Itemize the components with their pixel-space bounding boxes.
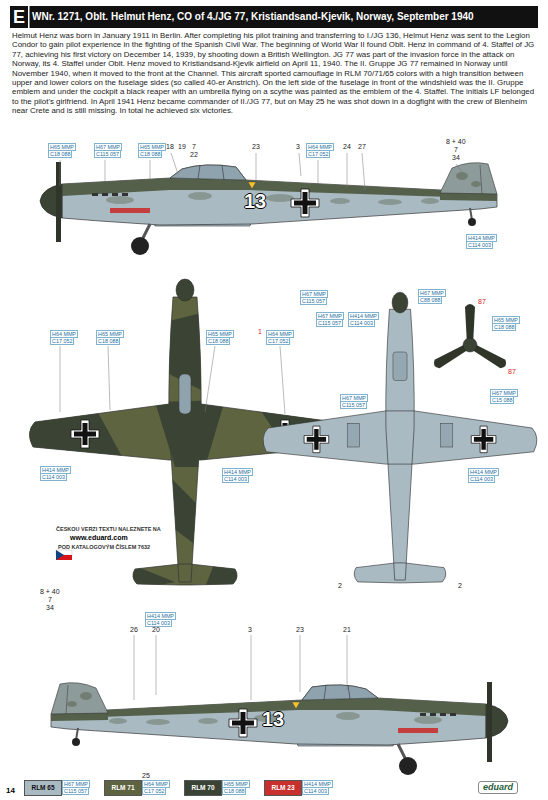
callout-number: 21 [343, 626, 351, 634]
callout-number: 3 [296, 143, 300, 151]
sheet-title: WNr. 1271, Oblt. Helmut Henz, CO of 4./J… [32, 11, 474, 23]
callout-number: 20 [152, 626, 160, 634]
paint-code: C17 052 [50, 337, 74, 345]
callout-number: 7 [192, 143, 196, 151]
leader-lines [60, 153, 462, 700]
paint-code: C17 052 [266, 337, 290, 345]
paint-code: C115 057 [316, 319, 343, 327]
callout-number: 3 [248, 626, 252, 634]
paint-code: C115 057 [300, 297, 327, 305]
czech-flag [56, 550, 72, 560]
paint-code: C114 003 [302, 787, 329, 795]
paint-code: C114 003 [40, 473, 67, 481]
callout-number: 25 [142, 772, 150, 780]
bottom-view [263, 292, 537, 583]
description-text: Helmut Henz was born in January 1911 in … [12, 31, 536, 116]
note-text: POD KATALOGOVÝM ČÍSLEM 7632 [58, 544, 150, 551]
paint-code: C15 088 [490, 396, 514, 404]
callout-number: 23 [296, 626, 304, 634]
color-swatch: RLM 65 [24, 780, 62, 796]
callout-number: 18 [166, 143, 174, 151]
callout-number: 87 [478, 298, 486, 306]
side-view-left [40, 162, 497, 255]
legend-label: RLM 71 [105, 781, 141, 795]
paint-code: C114 003 [348, 319, 375, 327]
legend-label: RLM 65 [25, 781, 61, 795]
callout-number: 87 [508, 368, 516, 376]
legend-label: RLM 70 [185, 781, 221, 795]
header-bar [10, 6, 538, 28]
page-number: 14 [6, 786, 15, 795]
code-number: 13 [262, 708, 284, 730]
paint-code: C115 057 [62, 787, 89, 795]
callout-number: 34 [452, 154, 460, 162]
paint-code: C114 003 [145, 619, 172, 627]
callout-number: 7 [454, 146, 458, 154]
callout-number: 26 [130, 626, 138, 634]
sheet-letter: E [13, 7, 25, 27]
callout-number: 2 [338, 582, 342, 590]
callout-number: 34 [46, 604, 54, 612]
paint-code: C17 052 [142, 787, 166, 795]
callout-number: 1 [258, 328, 262, 336]
legend-label: RLM 23 [265, 781, 301, 795]
web-address: www.eduard.com [70, 534, 128, 542]
callout-number: 24 [343, 143, 351, 151]
code-number: 13 [244, 190, 266, 212]
paint-code: C18 088 [492, 323, 516, 331]
paint-code: C18 088 [48, 150, 72, 158]
callout-number: 19 [178, 143, 186, 151]
callout-number: 8 + 40 [40, 588, 60, 596]
callout-number: 8 + 40 [446, 138, 466, 146]
callout-number: 22 [190, 151, 198, 159]
callout-number: 2 [458, 582, 462, 590]
callout-number: 27 [358, 143, 366, 151]
paint-code: C18 088 [96, 337, 120, 345]
callout-number: 23 [252, 143, 260, 151]
paint-code: C114 003 [222, 475, 249, 483]
note-text: ČESKOU VERZI TEXTU NALEZNETE NA [56, 526, 161, 533]
callout-number: 7 [48, 596, 52, 604]
paint-code: C115 057 [94, 150, 121, 158]
paint-code: C115 057 [340, 401, 367, 409]
color-swatch: RLM 70 [184, 780, 222, 796]
header-divider [28, 6, 30, 28]
propeller [432, 304, 508, 370]
paint-code: C18 088 [138, 150, 162, 158]
paint-code: C88 088 [418, 296, 442, 304]
paint-code: C17 052 [306, 150, 330, 158]
paint-code: C18 088 [206, 337, 230, 345]
paint-code: C114 003 [468, 475, 495, 483]
side-view-right [51, 682, 508, 775]
color-swatch: RLM 23 [264, 780, 302, 796]
paint-code: C114 003 [466, 241, 493, 249]
brand-logo: eduard [478, 781, 518, 794]
paint-code: C18 088 [222, 787, 246, 795]
color-swatch: RLM 71 [104, 780, 142, 796]
